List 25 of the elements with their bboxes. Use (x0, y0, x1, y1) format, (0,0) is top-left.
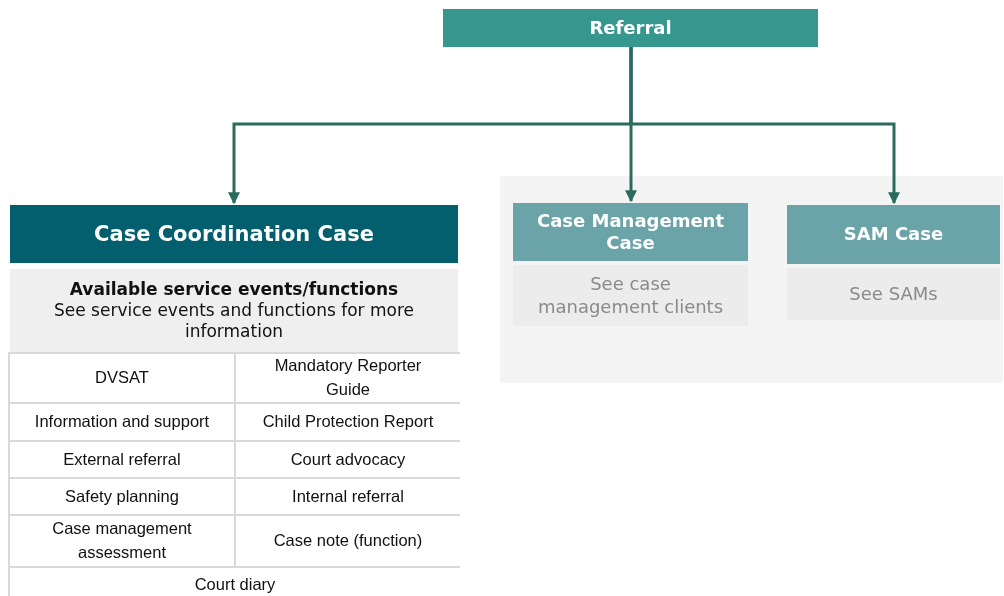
process-box (10, 205, 458, 263)
node-label: See SAMs (849, 282, 938, 306)
table-cell: Court advocacy (236, 442, 460, 477)
node-label: Case Management Case (535, 209, 725, 255)
table-cell: Information and support (10, 404, 234, 440)
node-label: See case management clients (536, 273, 725, 318)
table-cell: Child Protection Report (236, 404, 460, 440)
info-panel (10, 269, 458, 352)
table-cell: Court diary (10, 568, 460, 596)
node-label: Referral (589, 16, 672, 40)
table-cell: Mandatory Reporter Guide (236, 354, 460, 402)
arrow (629, 47, 900, 205)
table-cell: Case note (function) (236, 516, 460, 566)
node-label: Case Coordination Case (94, 220, 374, 248)
panel-text: See service events and functions for more information (53, 299, 415, 343)
process-box (787, 205, 1000, 264)
table-cell: Safety planning (10, 479, 234, 514)
process-box (443, 9, 818, 47)
process-box (513, 203, 748, 261)
table-cell: External referral (10, 442, 234, 477)
panel-heading: Available service events/functions (69, 278, 399, 300)
node-label: SAM Case (843, 223, 944, 246)
table-cell: Case management assessment (10, 516, 234, 566)
table-cell: Internal referral (236, 479, 460, 514)
table-cell: DVSAT (10, 354, 234, 402)
